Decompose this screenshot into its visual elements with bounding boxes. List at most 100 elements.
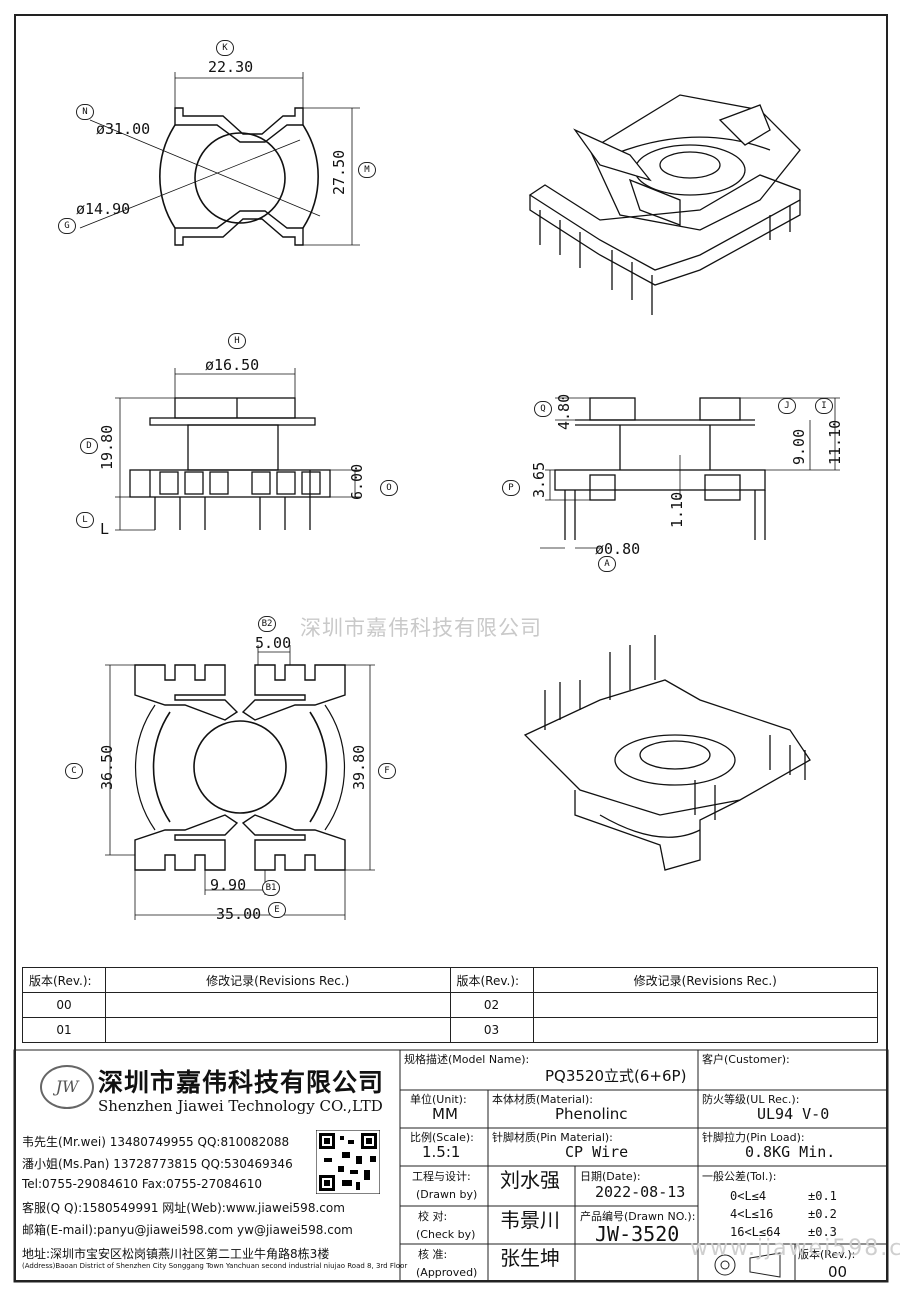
- dim-value-h: ø16.50: [205, 356, 260, 374]
- check-by: 韦景川: [500, 1208, 560, 1232]
- rev-header: 版本(Rev.):: [449, 967, 534, 993]
- dim-letter-p: P: [502, 480, 520, 496]
- rev-cell: 01: [22, 1017, 106, 1043]
- address-en: (Address)Baoan District of Shenzhen City…: [22, 1262, 408, 1270]
- approve-by: 张生坤: [500, 1246, 560, 1270]
- model-value: PQ3520立式(6+6P): [545, 1067, 687, 1085]
- dim-letter-e: E: [268, 902, 286, 918]
- date-value: 2022-08-13: [595, 1183, 686, 1201]
- dim-value-q: 4.80: [555, 393, 573, 430]
- revision-table: 版本(Rev.): 修改记录(Revisions Rec.) 版本(Rev.):…: [22, 967, 878, 1043]
- company-name-cn: 深圳市嘉伟科技有限公司: [98, 1068, 385, 1097]
- tol-value: ±0.2: [808, 1207, 837, 1221]
- drawn-label-en: (Drawn by): [416, 1188, 478, 1201]
- dim-value-b2: 5.00: [255, 634, 292, 652]
- tol-range: 0<L≤4: [730, 1189, 767, 1203]
- dim-value-g: ø14.90: [76, 200, 131, 218]
- dim-value-l: L: [100, 520, 110, 538]
- drawn-label: 工程与设计:: [412, 1170, 471, 1183]
- iso-view-1: [528, 94, 801, 315]
- technical-drawing: [79, 72, 840, 920]
- ul-value: UL94 V-0: [757, 1105, 830, 1123]
- projection-symbol: [714, 1252, 781, 1278]
- drawno-value: JW-3520: [595, 1222, 680, 1246]
- dim-value-b1: 9.90: [210, 876, 247, 894]
- material-value: Phenolinc: [555, 1105, 628, 1123]
- dim-letter-f: F: [378, 763, 396, 779]
- tol-range: 4<L≤16: [730, 1207, 774, 1221]
- dim-letter-i: I: [815, 398, 833, 414]
- dim-letter-m: M: [358, 162, 376, 178]
- dim-letter-q: Q: [534, 401, 552, 417]
- pin-load-value: 0.8KG Min.: [745, 1143, 836, 1161]
- dim-value-d: 19.80: [98, 424, 116, 470]
- dim-letter-c: C: [65, 763, 83, 779]
- dim-letter-l: L: [76, 512, 94, 528]
- dim-value-p: 3.65: [530, 461, 548, 498]
- scale-label: 比例(Scale):: [410, 1131, 474, 1144]
- dim-value-e: 35.00: [216, 905, 262, 923]
- qr-code: [316, 1130, 380, 1194]
- bottom-view: [105, 645, 375, 920]
- iso-view-2: [523, 635, 811, 871]
- dim-letter-j: J: [778, 398, 796, 414]
- watermark: 深圳市嘉伟科技有限公司: [300, 616, 542, 640]
- approve-label: 核 准:: [418, 1248, 448, 1261]
- contact-line: 邮箱(E-mail):panyu@jiawei598.com yw@jiawei…: [22, 1223, 353, 1237]
- model-label: 规格描述(Model Name):: [404, 1053, 530, 1066]
- company-logo: JW: [40, 1065, 94, 1109]
- dim-letter-b2: B2: [258, 616, 276, 632]
- dim-value-m: 27.50: [330, 149, 348, 195]
- dim-value-f: 39.80: [350, 744, 368, 790]
- rec-header: 修改记录(Revisions Rec.): [105, 967, 451, 993]
- top-view: [79, 72, 360, 246]
- rev-cell: 00: [22, 992, 106, 1018]
- dim-letter-n: N: [76, 104, 94, 120]
- dim-letter-g: G: [58, 218, 76, 234]
- address-cn: 地址:深圳市宝安区松岗镇燕川社区第二工业牛角路8栋3楼: [22, 1247, 330, 1261]
- tol-value: ±0.3: [808, 1225, 837, 1239]
- company-name-en: Shenzhen Jiawei Technology CO.,LTD: [98, 1097, 383, 1115]
- date-label: 日期(Date):: [580, 1170, 641, 1183]
- dim-value-a: ø0.80: [595, 540, 641, 558]
- dim-letter-a: A: [598, 556, 616, 572]
- dim-letter-k: K: [216, 40, 234, 56]
- pin-load-label: 针脚拉力(Pin Load):: [702, 1131, 805, 1144]
- front-view: [115, 368, 360, 531]
- dim-letter-d: D: [80, 438, 98, 454]
- dim-value-c: 36.50: [98, 744, 116, 790]
- contact-line: Tel:0755-29084610 Fax:0755-27084610: [22, 1177, 263, 1191]
- url-watermark: www.jjawei598.com: [690, 1236, 900, 1261]
- contact-line: 客服(Q Q):1580549991 网址(Web):www.jiawei598…: [22, 1201, 345, 1215]
- dim-value-j: 9.00: [790, 428, 808, 465]
- dim-letter-h: H: [228, 333, 246, 349]
- dim-letter-o: O: [380, 480, 398, 496]
- ul-label: 防火等级(UL Rec.):: [702, 1093, 800, 1106]
- contact-line: 潘小姐(Ms.Pan) 13728773815 QQ:530469346: [22, 1157, 293, 1171]
- rev-label: 版本(Rev.):: [798, 1248, 856, 1261]
- dim-value-i: 11.10: [826, 419, 844, 465]
- dim-value-n: ø31.00: [96, 120, 151, 138]
- tol-value: ±0.1: [808, 1189, 837, 1203]
- material-label: 本体材质(Material):: [492, 1093, 593, 1106]
- rec-header: 修改记录(Revisions Rec.): [532, 967, 878, 993]
- dim-letter-b1: B1: [262, 880, 280, 896]
- rev-header: 版本(Rev.):: [22, 967, 106, 993]
- unit-label: 单位(Unit):: [410, 1093, 467, 1106]
- approve-label-en: (Approved): [416, 1266, 478, 1279]
- drawn-by: 刘水强: [500, 1168, 560, 1192]
- check-label-en: (Check by): [416, 1228, 476, 1241]
- dim-value-k: 22.30: [208, 58, 254, 76]
- pin-material-label: 针脚材质(Pin Material):: [492, 1131, 613, 1144]
- tol-range: 16<L≤64: [730, 1225, 781, 1239]
- pin-material-value: CP Wire: [565, 1143, 629, 1161]
- rev-cell: 02: [449, 992, 534, 1018]
- dim-value-pin_len: 1.10: [668, 491, 686, 528]
- rev-cell: 03: [449, 1017, 534, 1043]
- drawno-label: 产品编号(Drawn NO.):: [580, 1210, 696, 1223]
- dim-value-o: 6.00: [348, 463, 366, 500]
- tol-label: 一般公差(Tol.):: [702, 1170, 777, 1183]
- scale-value: 1.5:1: [422, 1143, 461, 1161]
- contact-line: 韦先生(Mr.wei) 13480749955 QQ:810082088: [22, 1135, 290, 1149]
